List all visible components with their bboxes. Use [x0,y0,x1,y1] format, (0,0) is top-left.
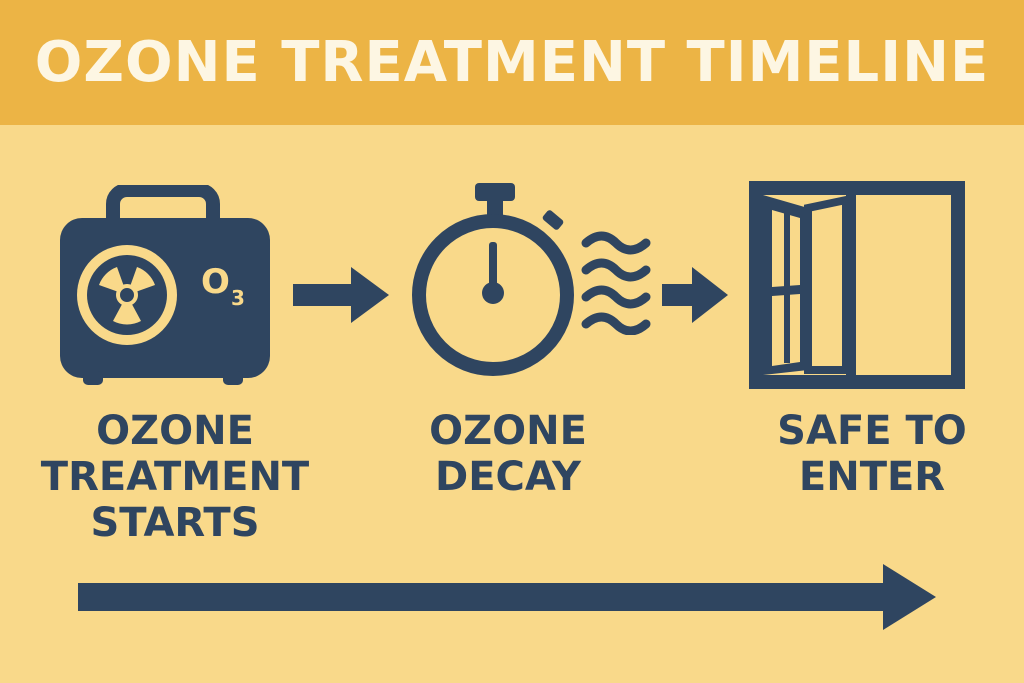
title-banner [0,0,1024,125]
decay-waves-icon [581,231,651,335]
arrow-right-icon [293,267,389,323]
step-1-label: OZONE TREATMENT STARTS [40,408,310,546]
step-3-label: SAFE TO ENTER [777,408,967,500]
ozone-generator-icon: O 3 [60,185,270,385]
open-door-icon [749,181,965,389]
step-2-label: OZONE DECAY [429,408,587,500]
o3-badge: O [201,262,230,302]
timeline-arrow-icon [78,564,936,630]
arrow-right-icon [662,267,728,323]
stopwatch-icon [412,183,574,376]
page-title: OZONE TREATMENT TIMELINE [34,30,990,95]
svg-text:3: 3 [231,286,245,310]
